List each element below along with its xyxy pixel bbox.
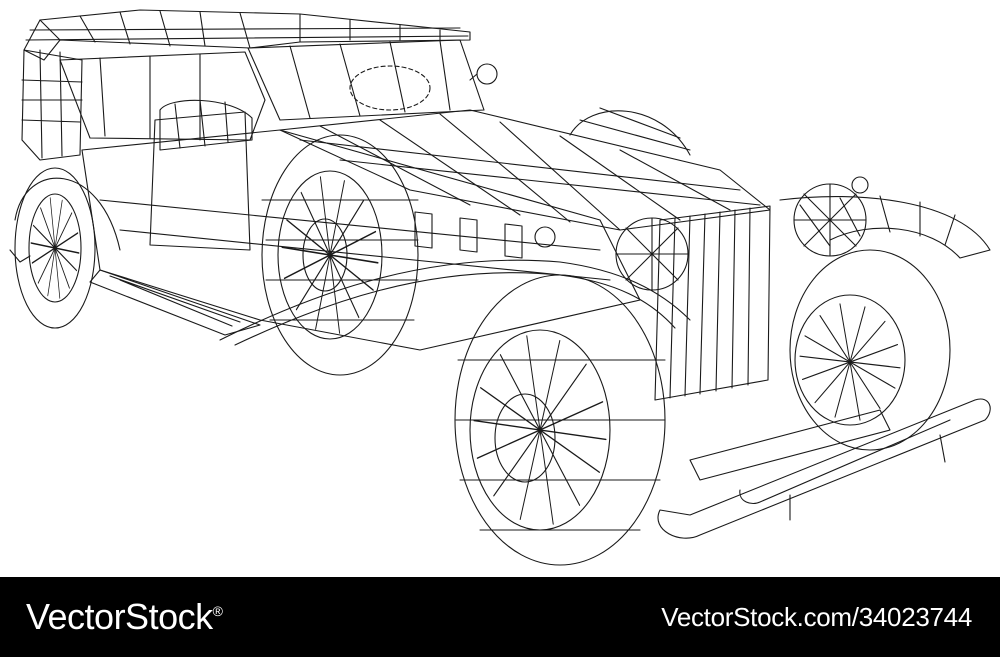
brand-name: VectorStock	[26, 596, 213, 637]
registered-mark: ®	[212, 603, 223, 619]
brand-logo: VectorStock®	[26, 596, 223, 638]
image-id: VectorStock.com/34023744	[661, 601, 972, 632]
car-wireframe-icon	[0, 9, 991, 577]
wireframe-car-illustration	[0, 9, 991, 577]
watermark-bar: VectorStock® VectorStock.com/34023744	[0, 577, 1000, 657]
